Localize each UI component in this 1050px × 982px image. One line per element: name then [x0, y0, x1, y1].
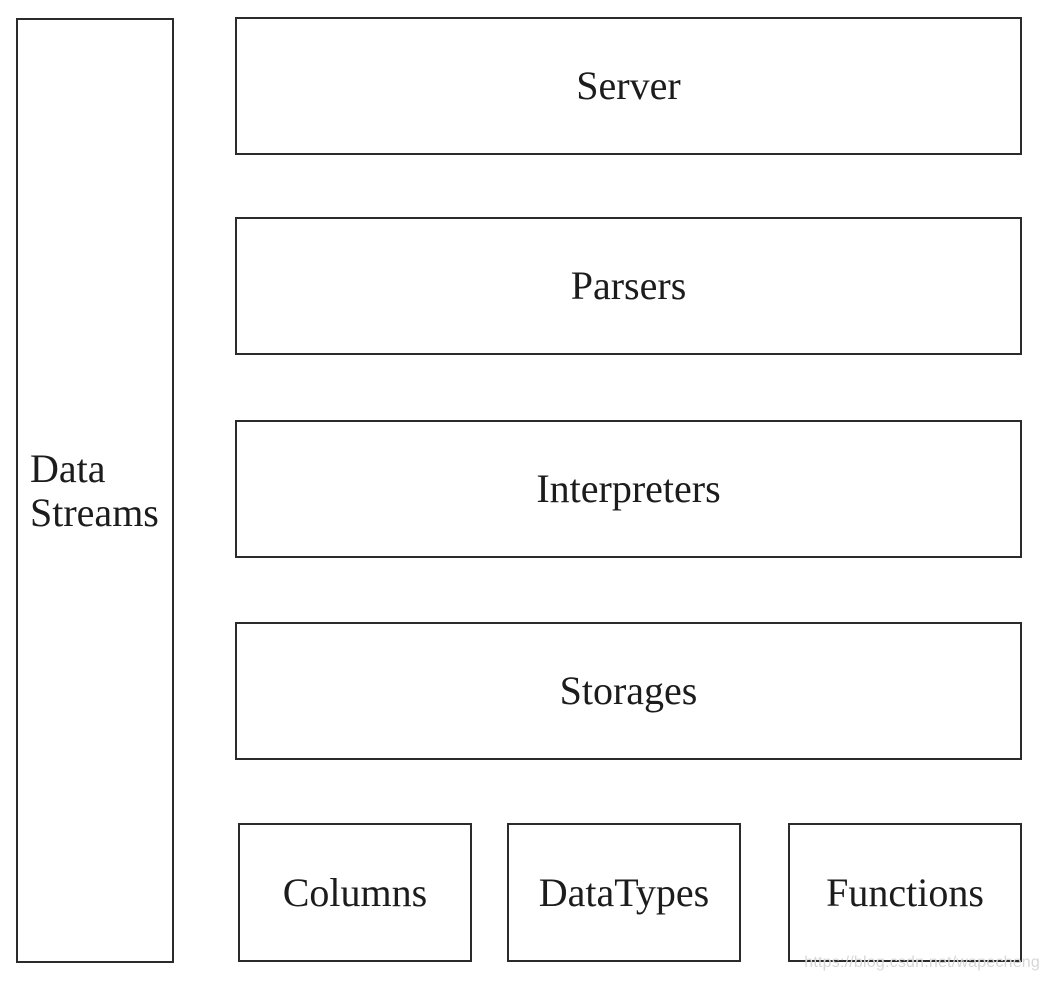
- data-streams-label: Data Streams: [30, 445, 159, 535]
- data-streams-box: Data Streams: [16, 18, 174, 963]
- datatypes-box: DataTypes: [507, 823, 741, 962]
- functions-label: Functions: [826, 869, 984, 915]
- interpreters-label: Interpreters: [536, 466, 721, 511]
- columns-label: Columns: [282, 869, 428, 915]
- watermark-text: https://blog.csdn.net/wapecheng: [804, 954, 1040, 971]
- datatypes-label: DataTypes: [538, 869, 710, 915]
- storages-box: Storages: [235, 622, 1022, 760]
- parsers-label: Parsers: [570, 263, 687, 308]
- data-streams-label-line1: Data: [30, 445, 106, 491]
- data-streams-label-line2: Streams: [30, 489, 159, 535]
- server-label: Server: [576, 63, 681, 108]
- interpreters-box: Interpreters: [235, 420, 1022, 558]
- functions-box: Functions: [788, 823, 1022, 962]
- columns-box: Columns: [238, 823, 472, 962]
- parsers-box: Parsers: [235, 217, 1022, 355]
- server-box: Server: [235, 17, 1022, 155]
- storages-label: Storages: [559, 668, 698, 713]
